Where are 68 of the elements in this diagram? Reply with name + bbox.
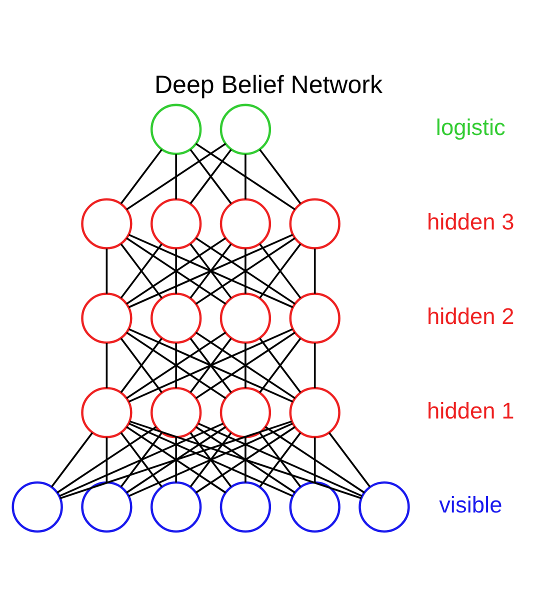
node-circle [81,481,132,533]
connector [190,243,232,299]
connector [195,426,296,494]
connector [126,142,226,210]
connector [175,248,177,294]
connector [195,332,296,400]
connector [190,432,232,488]
connector [126,332,226,400]
label: hidden 3 [427,208,514,234]
connector [190,338,232,393]
node-circle [81,292,132,344]
node-circle [81,387,132,438]
node-circle [150,104,202,155]
node-circle [289,198,340,250]
connector [120,243,162,299]
node-circle [150,387,202,438]
node-circle [220,198,272,250]
diagram-title: Deep Belief Network [154,71,383,100]
connector [244,343,246,388]
connector [314,248,316,294]
label: hidden 1 [427,397,514,424]
connector [59,422,224,497]
label: logistic [436,114,506,140]
connector [130,420,362,500]
connector [259,149,302,204]
label: visible [439,492,502,518]
label: hidden 2 [427,302,514,329]
connector [106,437,108,483]
connector [106,343,108,388]
node-circle [150,292,202,344]
connector [198,422,362,497]
connector [60,420,292,500]
connector [50,432,94,488]
node-circle [150,481,202,533]
node-circle [150,198,202,250]
node-circle [289,481,340,533]
node-circle [220,481,272,533]
node-circle [220,292,272,344]
connector [175,437,177,483]
connector [195,237,296,305]
connector [195,142,296,210]
connector [126,426,226,494]
connector [244,248,246,294]
connector [106,248,108,294]
connector [120,149,162,204]
connector [259,243,302,299]
node-circle [12,481,63,533]
connector [244,437,246,483]
connector [190,149,232,204]
node-circle [289,387,340,438]
connector [120,338,162,393]
connector [175,343,177,388]
node-circle [358,481,410,533]
connector [56,426,157,494]
node-circle [289,292,340,344]
node-circle [220,387,272,438]
connector [175,154,177,200]
connector [328,432,371,488]
connector [126,237,226,305]
connector [259,338,302,393]
connector [259,432,302,488]
connector [244,154,246,200]
connector [120,432,162,488]
node-circle [220,104,272,155]
connector [264,426,365,494]
connector [314,437,316,483]
node-circle [81,198,132,250]
connector [314,343,316,388]
